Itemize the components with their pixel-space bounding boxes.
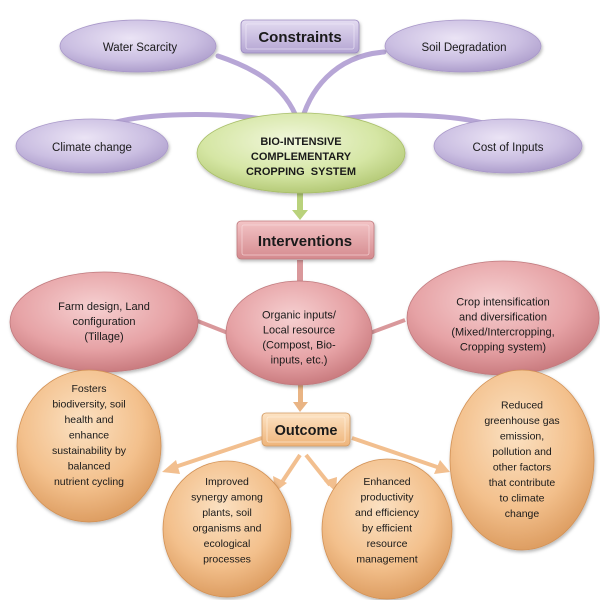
outcome-label-3-line-4: by efficient	[362, 522, 412, 534]
outcome-productivity	[321, 458, 453, 600]
constraint-label-water-scarcity: Water Scarcity	[103, 42, 178, 54]
interventions-header: Interventions	[258, 233, 352, 250]
constraints-header-box	[240, 19, 360, 54]
outcome-label-4-line-5: other factors	[493, 461, 551, 473]
intervention-label-2-line-1: Organic inputs/	[262, 309, 337, 321]
constraint-label-climate-change: Climate change	[52, 142, 132, 154]
outcome-label-2-line-1: Improved	[205, 476, 249, 488]
intervention-organic-inputs	[225, 280, 373, 386]
outcome-label-1-line-2: biodiversity, soil	[52, 399, 125, 411]
outcome-label-1-line-7: nutrient cycling	[54, 476, 124, 488]
outcome-label-4-line-6: that contribute	[489, 477, 556, 489]
outcome-biodiversity	[16, 369, 162, 523]
intervention-side-connectors	[194, 318, 406, 335]
outcome-label-4-line-1: Reduced	[501, 399, 543, 411]
outcome-connector	[293, 382, 308, 412]
constraint-label-soil-degradation: Soil Degradation	[421, 42, 506, 54]
outcome-label-1-line-4: enhance	[69, 430, 109, 442]
intervention-label-2-line-3: (Compost, Bio-	[262, 339, 336, 351]
intervention-texts: Farm design, Land configuration (Tillage) O…	[58, 296, 555, 366]
center-line-3: CROPPING SYSTEM	[246, 166, 356, 178]
outcome-label-2-line-2: synergy among	[191, 491, 263, 503]
intervention-label-1-line-2: configuration	[73, 316, 136, 328]
outcome-label-3-line-6: management	[356, 553, 417, 565]
outcome-label-2-line-6: processes	[203, 553, 251, 565]
outcome-label-4-line-7: to climate	[500, 492, 545, 504]
intervention-label-3-line-4: Cropping system)	[460, 341, 546, 353]
intervention-label-2-line-2: Local resource	[263, 324, 335, 336]
outcome-ghg-reduction	[449, 369, 595, 551]
outcome-label-1-line-6: balanced	[68, 461, 111, 473]
outcome-header: Outcome	[275, 423, 338, 439]
center-system-node	[196, 112, 406, 194]
outcome-arrows	[162, 436, 450, 492]
outcome-header-box	[261, 412, 351, 447]
intervention-label-2-line-4: inputs, etc.)	[271, 354, 328, 366]
intervention-label-3-line-2: and diversification	[459, 311, 547, 323]
constraints-header: Constraints	[258, 29, 341, 46]
outcome-label-4-line-4: pollution and	[492, 446, 552, 458]
outcome-label-1-line-5: sustainability by	[52, 445, 127, 457]
outcome-label-1-line-3: health and	[64, 414, 113, 426]
center-connector	[292, 192, 308, 220]
outcome-texts: Fosters biodiversity, soil health and enhan…	[52, 383, 560, 565]
outcome-label-3-line-5: resource	[367, 538, 408, 550]
constraint-label-cost-of-inputs: Cost of Inputs	[473, 142, 544, 154]
constraint-cost-of-inputs	[433, 118, 583, 174]
interventions-header-box	[236, 220, 375, 260]
center-line-2: COMPLEMENTARY	[251, 151, 352, 163]
outcome-label-4-line-2: greenhouse gas	[484, 415, 559, 427]
outcome-label-2-line-4: organisms and	[193, 522, 262, 534]
intervention-label-3-line-3: (Mixed/Intercropping,	[451, 326, 554, 338]
outcome-label-1-line-1: Fosters	[71, 383, 106, 395]
outcome-label-3-line-3: and efficiency	[355, 507, 420, 519]
constraint-soil-degradation	[384, 19, 542, 73]
constraint-water-scarcity	[59, 19, 217, 73]
outcome-label-3-line-1: Enhanced	[363, 476, 410, 488]
outcome-label-3-line-2: productivity	[360, 491, 414, 503]
intervention-label-1-line-3: (Tillage)	[84, 331, 123, 343]
outcome-label-2-line-3: plants, soil	[202, 507, 252, 519]
outcome-synergy	[162, 460, 292, 598]
intervention-label-1-line-1: Farm design, Land	[58, 301, 150, 313]
constraint-climate-change	[15, 118, 169, 174]
outcome-label-2-line-5: ecological	[204, 538, 251, 550]
outcome-label-4-line-8: change	[505, 508, 540, 520]
outcome-label-4-line-3: emission,	[500, 430, 544, 442]
intervention-label-3-line-1: Crop intensification	[456, 296, 550, 308]
center-line-1: BIO-INTENSIVE	[260, 136, 341, 148]
